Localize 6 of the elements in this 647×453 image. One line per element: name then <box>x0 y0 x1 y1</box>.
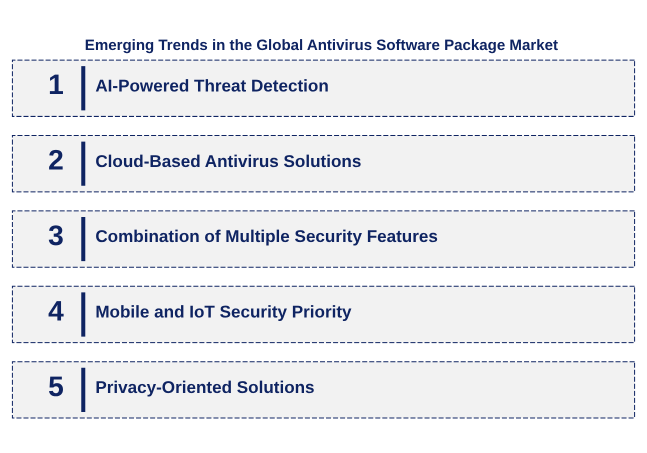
node-box: 5 Privacy-Oriented Solutions <box>12 361 636 418</box>
node-box: 1 AI-Powered Threat Detection <box>12 60 636 117</box>
node-box: 4 Mobile and IoT Security Priority <box>12 286 636 344</box>
diagram-title: Emerging Trends in the Global Antivirus Software Package Market <box>84 37 558 54</box>
node-box: 2 Cloud-Based Antivirus Solutions <box>12 135 636 192</box>
node-box: 3 Combination of Multiple Security Features <box>12 210 636 268</box>
